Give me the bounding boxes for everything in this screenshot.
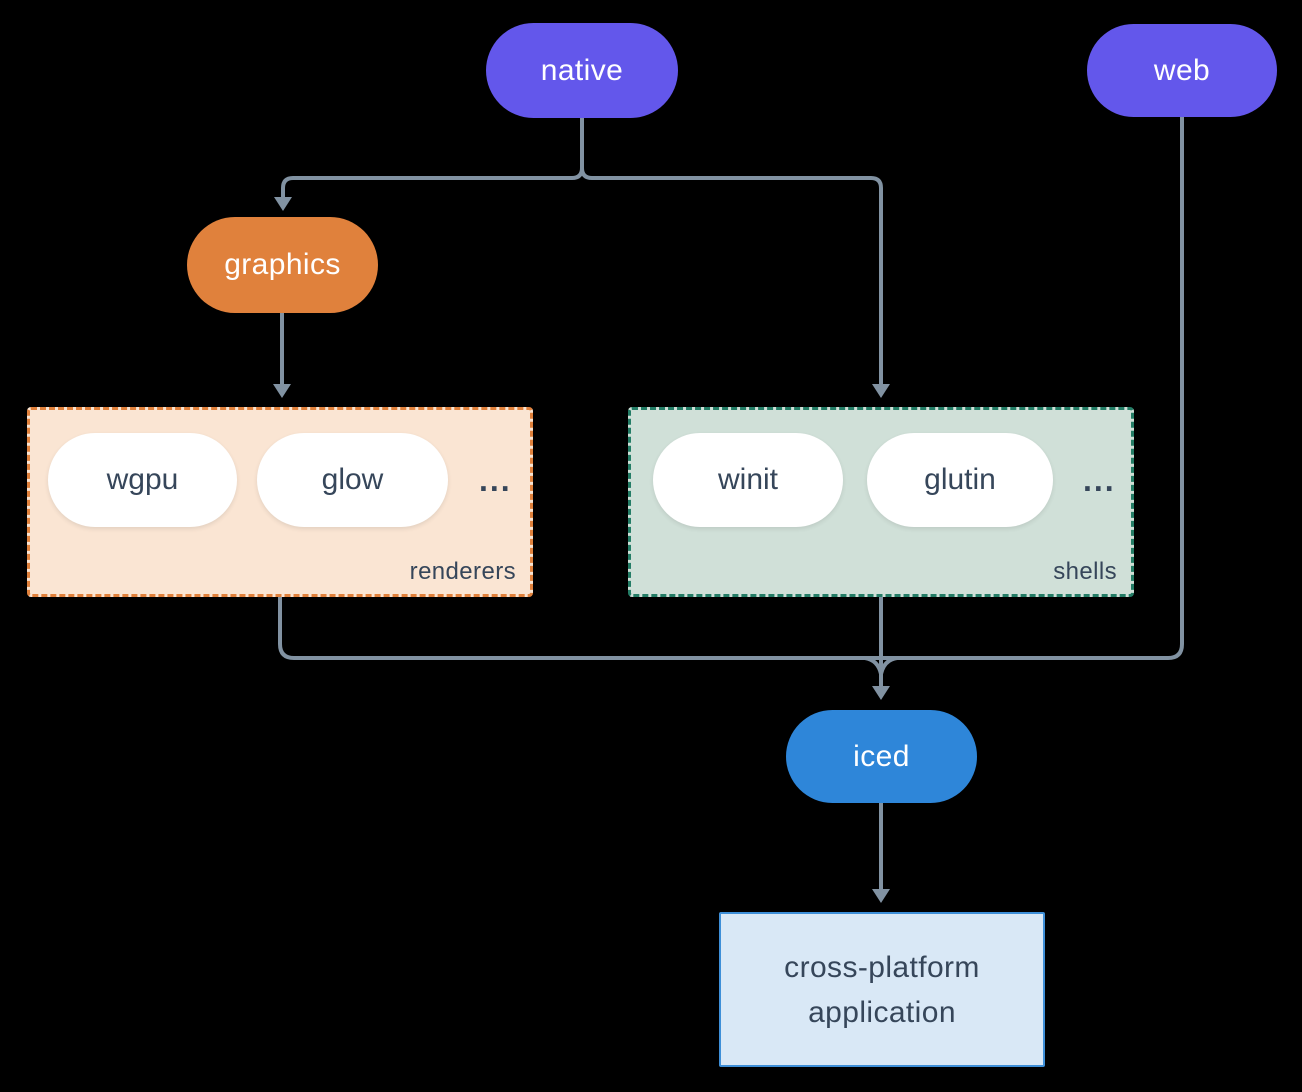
node-iced-label: iced — [853, 739, 910, 773]
edge-native-shells — [580, 118, 883, 384]
arrowhead-graphics — [274, 197, 292, 211]
arrowhead-application — [872, 889, 890, 903]
node-wgpu: wgpu — [48, 433, 237, 527]
node-glutin: glutin — [867, 433, 1053, 527]
node-cross-platform-application-label: cross-platform application — [784, 950, 980, 1029]
node-glow: glow — [257, 433, 448, 527]
node-winit: winit — [653, 433, 843, 527]
group-renderers: wgpu glow ... renderers — [27, 407, 533, 597]
edge-native-graphics — [281, 118, 584, 197]
group-shells: winit glutin ... shells — [628, 407, 1134, 597]
node-wgpu-label: wgpu — [106, 463, 179, 496]
node-iced: iced — [786, 710, 977, 803]
node-web-label: web — [1153, 53, 1211, 87]
node-cross-platform-application: cross-platform application — [719, 912, 1045, 1067]
node-glow-label: glow — [321, 463, 384, 496]
node-native: native — [486, 23, 678, 118]
node-native-label: native — [540, 53, 624, 87]
merge-fillet-left — [864, 656, 883, 675]
node-glutin-label: glutin — [924, 463, 996, 496]
arrowhead-shells — [872, 384, 890, 398]
arrowhead-iced — [872, 686, 890, 700]
shells-ellipsis: ... — [1083, 461, 1116, 498]
node-web: web — [1087, 24, 1277, 117]
shells-group-label: shells — [1053, 558, 1117, 585]
arrowhead-renderers — [273, 384, 291, 398]
node-winit-label: winit — [717, 463, 778, 496]
renderers-group-label: renderers — [409, 558, 516, 585]
renderers-ellipsis: ... — [479, 461, 512, 498]
node-graphics: graphics — [187, 217, 378, 313]
merge-fillet-right — [879, 656, 898, 675]
node-graphics-label: graphics — [224, 248, 341, 281]
